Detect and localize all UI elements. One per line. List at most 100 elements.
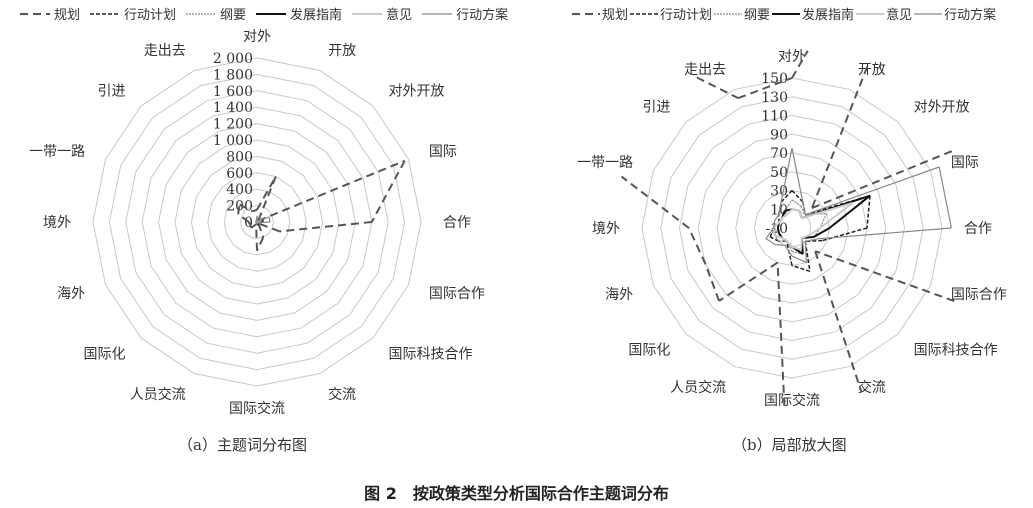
series-5 — [255, 215, 271, 225]
legend-label: 意见 — [886, 8, 913, 23]
axis-label: 合作 — [443, 215, 471, 231]
legend-item: 规划 — [570, 4, 628, 23]
axis-label: 国际科技合作 — [914, 343, 998, 359]
tick-label: -10 — [765, 221, 788, 237]
legend-swatch — [714, 12, 743, 15]
axis-label: 国际化 — [83, 347, 125, 363]
grid-ring — [660, 96, 924, 360]
legend-item: 发展指南 — [254, 4, 342, 23]
tick-label: 400 — [226, 182, 253, 198]
axis-label: 境外 — [592, 221, 620, 237]
axis-label: 国际化 — [628, 343, 670, 359]
tick-label: 50 — [770, 165, 788, 181]
radar-b: -101030507090110130150对外开放对外开放国际合作国际合作国际… — [577, 49, 1007, 409]
axis-label: 走出去 — [144, 43, 186, 59]
legend-item: 意见 — [854, 4, 912, 23]
axis-label: 国际科技合作 — [389, 347, 473, 363]
legend-label: 规划 — [54, 8, 81, 23]
grid-ring — [141, 106, 373, 338]
axis-label: 国际 — [429, 144, 457, 160]
axis-label: 对外 — [778, 49, 806, 65]
axis-label: 交流 — [858, 379, 886, 396]
legend-item: 发展指南 — [770, 4, 854, 23]
series-0 — [237, 159, 406, 252]
grid-ring — [240, 205, 274, 239]
grid-ring — [125, 90, 389, 354]
grid-ring — [207, 172, 307, 272]
legend-label: 行动计划 — [660, 8, 713, 23]
legend-swatch — [772, 12, 801, 15]
axis-label: 境外 — [43, 215, 71, 231]
axis-label: 交流 — [328, 386, 356, 403]
legend-item: 行动方案 — [420, 4, 508, 23]
grid-ring — [716, 152, 868, 304]
legend-label: 纲要 — [220, 8, 247, 23]
grid-ring — [174, 139, 340, 305]
axis-label: 合作 — [964, 221, 992, 237]
legend-swatch — [186, 12, 217, 15]
legend-item: 纲要 — [184, 4, 246, 23]
grid-ring — [158, 123, 356, 321]
axis-label: 国际交流 — [764, 392, 820, 409]
legend-item: 行动计划 — [88, 4, 176, 23]
axis-label: 国际交流 — [229, 400, 285, 417]
axis-label: 对外 — [243, 29, 271, 45]
legend-swatch — [20, 12, 50, 15]
legend-swatch — [572, 12, 600, 15]
grid-ring — [92, 57, 422, 387]
axis-label: 人员交流 — [670, 379, 726, 396]
legend-swatch — [352, 12, 383, 15]
legend-item: 行动方案 — [912, 4, 996, 23]
legend-item: 意见 — [350, 4, 412, 23]
grid-ring — [190, 155, 324, 289]
tick-label: 800 — [226, 149, 253, 165]
series-4 — [772, 201, 854, 251]
legend-label: 行动方案 — [456, 8, 509, 23]
legend-a: 规划行动计划 纲要 发展指南 意见 行动方案 — [18, 4, 508, 23]
legend-b: 规划行动计划纲要发展指南意见行动方案 — [570, 4, 996, 23]
tick-label: 70 — [770, 146, 788, 162]
tick-label: 2 000 — [213, 51, 253, 67]
grid-ring — [108, 73, 406, 371]
legend-swatch — [422, 12, 453, 15]
axis-label: 一带一路 — [29, 144, 85, 160]
legend-swatch — [914, 12, 943, 15]
axis-label: 一带一路 — [577, 155, 633, 171]
tick-label: 110 — [761, 109, 788, 125]
legend-swatch — [856, 12, 885, 15]
grid-ring — [735, 171, 849, 285]
axis-label: 开放 — [328, 43, 356, 59]
caption-a: （a）主题词分布图 — [178, 436, 307, 454]
tick-label: 1 200 — [213, 117, 253, 133]
axis-label: 对外开放 — [914, 99, 970, 115]
tick-label: 90 — [770, 127, 788, 143]
legend-label: 发展指南 — [290, 8, 343, 23]
grid-ring — [641, 77, 943, 379]
legend-swatch — [630, 12, 659, 15]
legend-label: 行动方案 — [944, 8, 997, 23]
axis-label: 海外 — [605, 287, 633, 303]
legend-item: 规划 — [18, 4, 80, 23]
grid-ring — [678, 114, 906, 342]
tick-label: 1 000 — [213, 133, 253, 149]
caption-b: （b）局部放大图 — [732, 436, 847, 454]
axis-label: 国际合作 — [429, 286, 485, 302]
axis-label: 对外开放 — [389, 83, 445, 99]
axis-label: 国际合作 — [951, 287, 1007, 303]
tick-label: 1 800 — [213, 67, 253, 83]
grid-ring — [697, 133, 887, 323]
legend-label: 发展指南 — [802, 8, 855, 23]
legend-item: 行动计划 — [628, 4, 712, 23]
tick-label: 130 — [761, 90, 788, 106]
axis-label: 开放 — [858, 62, 886, 78]
grid-ring — [223, 188, 291, 256]
legend-label: 意见 — [386, 8, 413, 23]
tick-label: 600 — [226, 166, 253, 182]
axis-label: 走出去 — [684, 62, 726, 78]
axis-label: 引进 — [642, 99, 670, 115]
legend-label: 规划 — [602, 8, 629, 23]
series-0 — [620, 50, 955, 406]
legend-swatch — [90, 12, 121, 15]
